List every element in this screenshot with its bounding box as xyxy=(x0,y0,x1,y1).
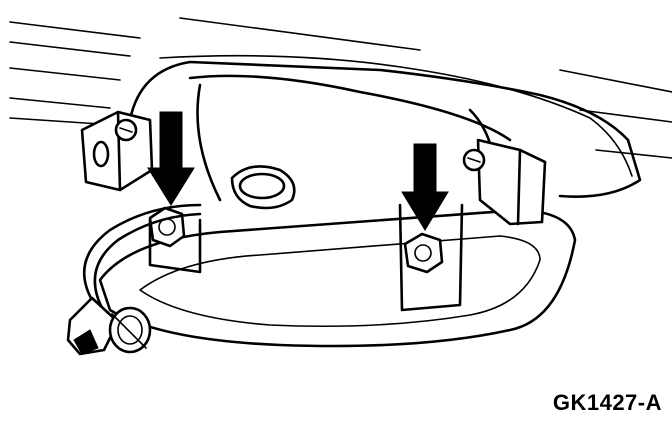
mounting-tray xyxy=(98,203,577,348)
arrow-right xyxy=(401,143,449,231)
right-bracket-tab xyxy=(462,138,547,226)
arrow-left xyxy=(147,111,195,206)
right-nut xyxy=(403,232,444,274)
wiring-harness xyxy=(66,203,202,356)
body-panel-lines xyxy=(9,17,672,159)
lamp-housing xyxy=(128,54,642,202)
left-nut xyxy=(148,206,186,248)
bulb-socket xyxy=(230,165,296,210)
figure-label: GK1427-A xyxy=(552,390,662,415)
left-bracket-tab xyxy=(80,110,154,192)
